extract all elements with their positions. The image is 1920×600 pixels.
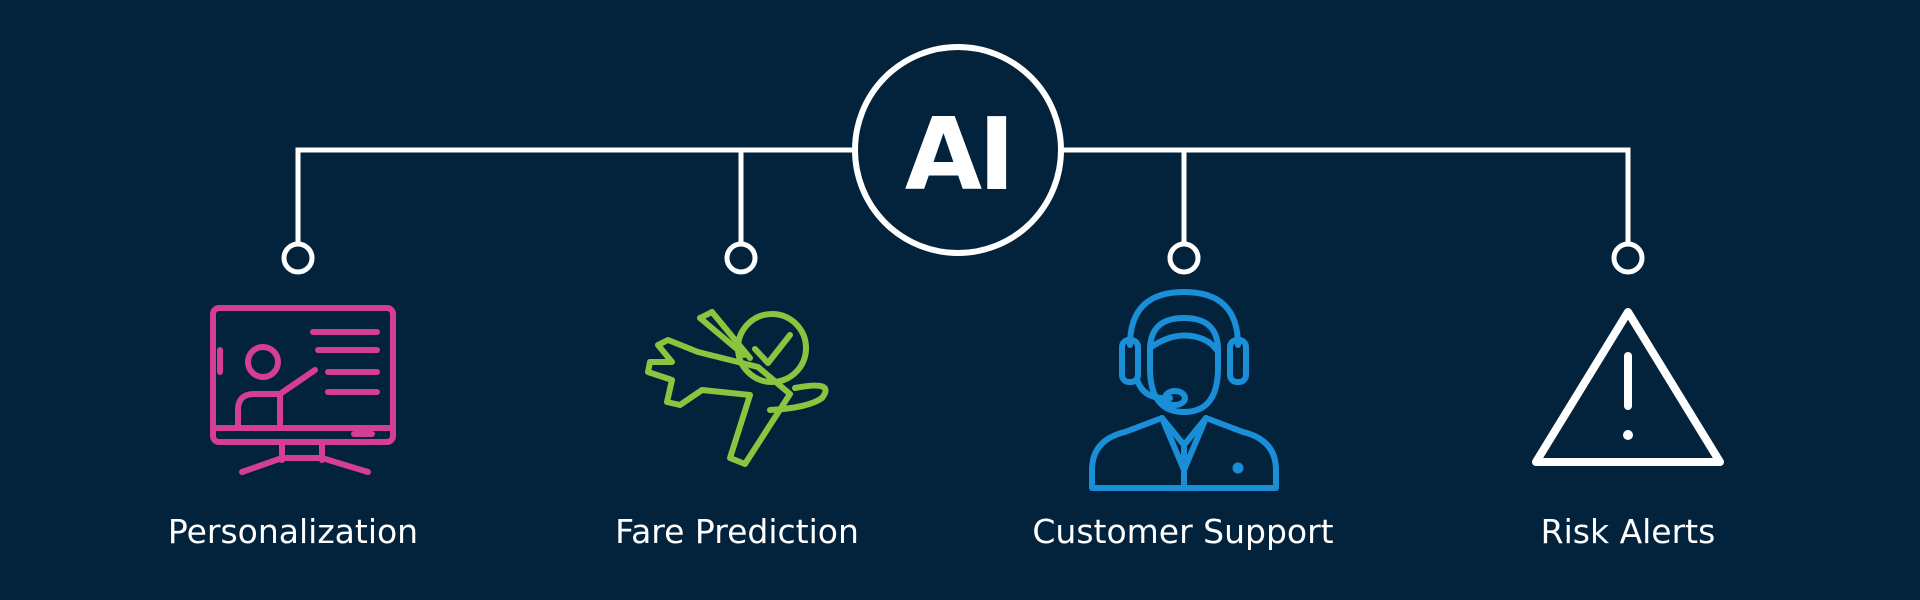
label-risk-alerts: Risk Alerts bbox=[1540, 512, 1716, 551]
connector-lines bbox=[281, 44, 1645, 275]
label-personalization: Personalization bbox=[167, 512, 419, 551]
presentation-screen-icon bbox=[210, 305, 396, 475]
connector-right bbox=[1064, 147, 1631, 245]
node-personalization bbox=[281, 241, 315, 275]
node-risk-alerts bbox=[1611, 241, 1645, 275]
node-customer-support bbox=[1167, 241, 1201, 275]
ai-hub-label: AI bbox=[904, 96, 1016, 213]
connector-left bbox=[295, 147, 854, 245]
headset-agent-icon bbox=[1089, 289, 1279, 491]
warning-triangle-icon bbox=[1532, 308, 1724, 466]
ai-hub-circle bbox=[852, 44, 1064, 256]
airplane-check-icon bbox=[645, 309, 829, 467]
label-customer-support: Customer Support bbox=[1032, 512, 1334, 551]
node-fare-prediction bbox=[724, 241, 758, 275]
label-fare-prediction: Fare Prediction bbox=[615, 512, 859, 551]
